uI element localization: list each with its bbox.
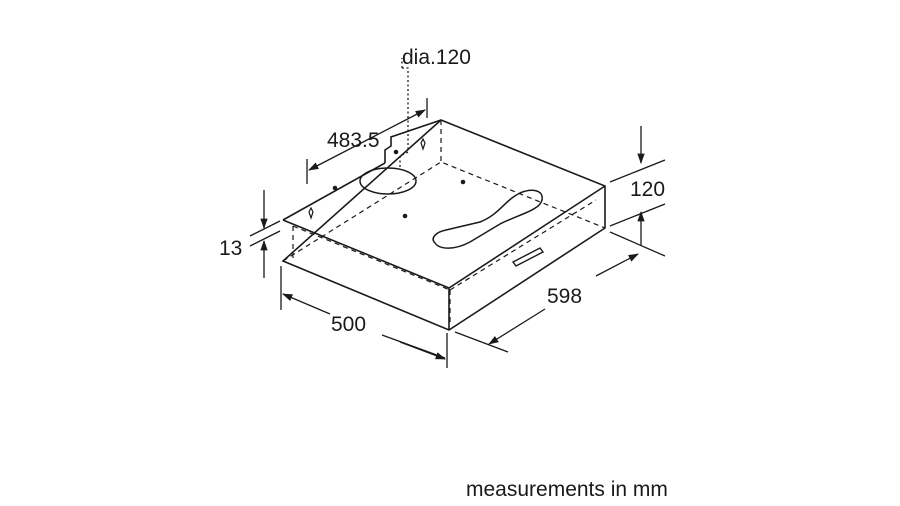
label-front-lip: 13	[219, 237, 242, 260]
screw-hole-1	[402, 213, 408, 219]
width-extension-front	[454, 331, 509, 353]
hood-front-edges	[282, 185, 606, 330]
label-width: 598	[547, 285, 582, 308]
screw-hole-3	[332, 185, 338, 191]
dimension-lines	[249, 58, 666, 368]
mount-hole-2	[420, 137, 426, 151]
front-handle	[511, 247, 545, 267]
label-depth: 500	[331, 313, 366, 336]
duct-opening	[359, 167, 417, 195]
dimension-labels: dia.120 483.5 120 13 500 598	[219, 46, 665, 336]
height-extension-top	[609, 159, 666, 183]
label-diameter: dia.120	[402, 46, 471, 69]
filter-slot	[432, 189, 543, 249]
lip-extension-bottom	[249, 230, 281, 247]
units-note: measurements in mm	[466, 478, 668, 501]
screw-hole-4	[393, 149, 399, 155]
depth-arrow-right	[399, 341, 446, 360]
label-rear-offset: 483.5	[327, 129, 380, 152]
screw-hole-2	[460, 179, 466, 185]
height-extension-bottom	[609, 203, 666, 227]
mount-hole-1	[308, 206, 314, 220]
width-extension-right	[609, 231, 666, 257]
label-height: 120	[630, 178, 665, 201]
width-dimension-line	[489, 254, 638, 344]
offset-dimension-line	[308, 109, 426, 171]
